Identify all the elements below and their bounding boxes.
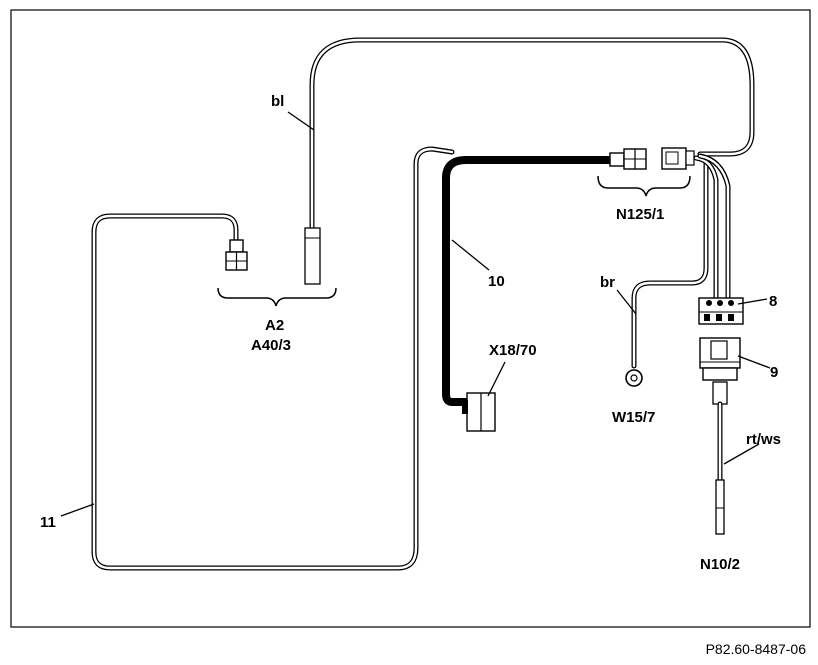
label-br: br — [600, 274, 615, 291]
label-a2: A2 — [265, 317, 284, 334]
connector-8 — [698, 297, 744, 325]
label-x18-70: X18/70 — [489, 342, 537, 359]
connector-a40-3 — [225, 239, 248, 271]
wire-bundle-n10-2 — [693, 153, 731, 303]
connector-9 — [699, 337, 741, 405]
ring-terminal-w15-7 — [625, 369, 643, 387]
brace-a2-a40-3 — [217, 287, 337, 307]
brace-n125-1 — [597, 175, 691, 197]
sensor-probe-a2 — [304, 227, 321, 285]
terminal-n10-2 — [715, 479, 725, 535]
connector-n125-1-left — [609, 148, 647, 170]
label-w15-7: W15/7 — [612, 409, 655, 426]
leader-lines — [60, 111, 771, 517]
wire-br — [631, 157, 709, 369]
harness-10 — [442, 156, 624, 406]
figure-reference: P82.60-8487-06 — [705, 641, 806, 657]
label-10: 10 — [488, 273, 505, 290]
label-11: 11 — [40, 514, 56, 531]
label-n10-2: N10/2 — [700, 556, 740, 573]
connector-x18-70 — [462, 392, 496, 432]
label-n125-1: N125/1 — [616, 206, 664, 223]
connector-n125-1-right — [661, 147, 695, 170]
label-9: 9 — [770, 364, 778, 381]
label-rt-ws: rt/ws — [746, 431, 781, 448]
wire-11 — [91, 146, 455, 571]
label-a40-3: A40/3 — [251, 337, 291, 354]
label-bl: bl — [271, 93, 284, 110]
diagram-border — [10, 9, 811, 628]
label-8: 8 — [769, 293, 777, 310]
wire-bl — [309, 37, 755, 235]
